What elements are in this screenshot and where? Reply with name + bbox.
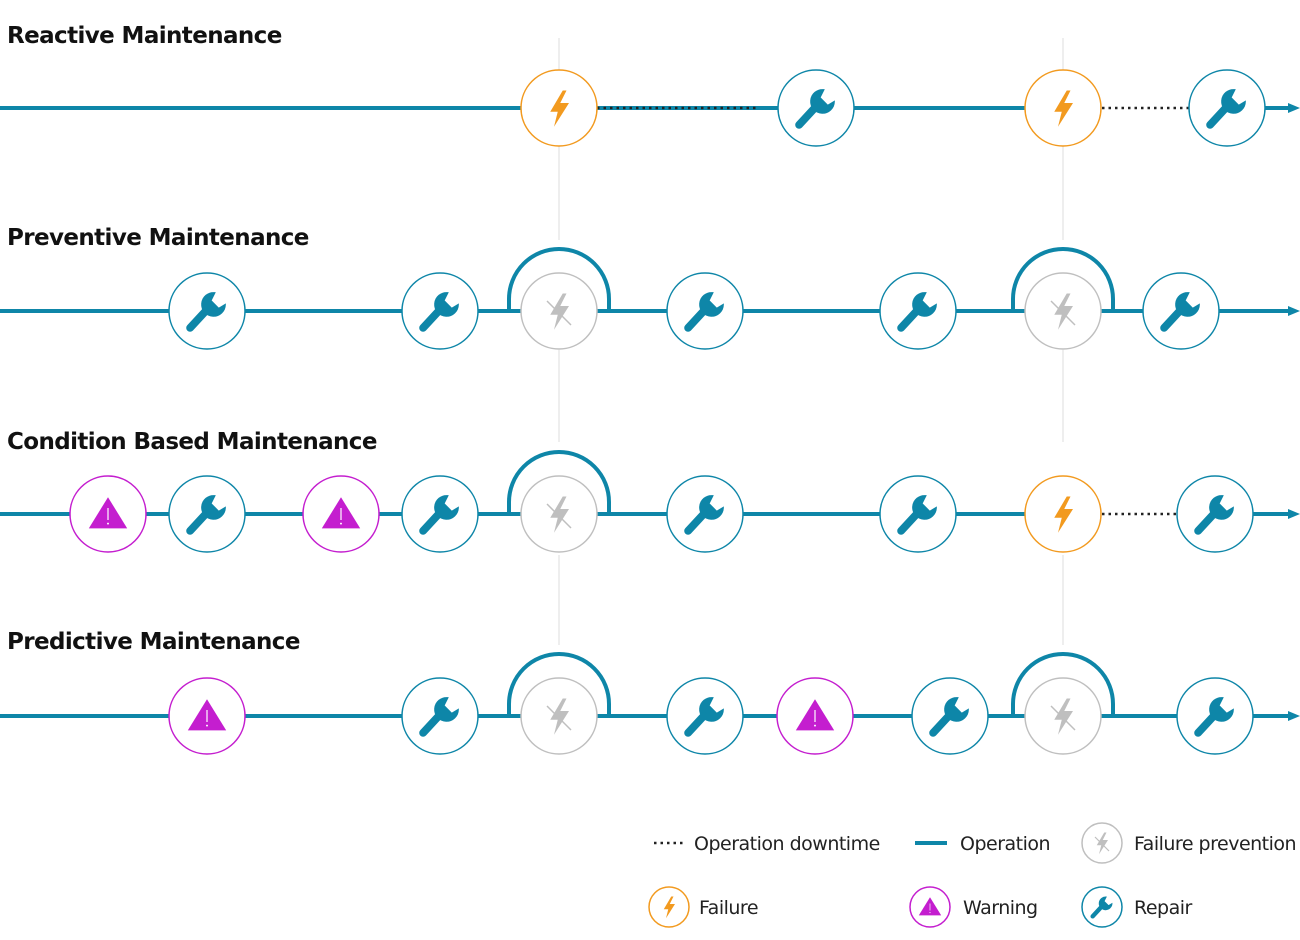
strike-mark [546, 503, 572, 529]
warning-icon [776, 677, 854, 755]
warning-icon [909, 886, 951, 928]
lane-operation-line [0, 509, 1300, 519]
legend-label-downtime: Operation downtime [694, 833, 880, 855]
legend-item-failure: Failure [648, 886, 759, 928]
legend-label-warning: Warning [963, 897, 1038, 919]
legend-item-downtime: Operation downtime [654, 833, 880, 855]
timeline-arrowhead [1288, 306, 1300, 316]
legend-label-operation: Operation [960, 833, 1050, 855]
legend-label-repair: Repair [1134, 897, 1193, 919]
wrench-icon [401, 475, 479, 553]
failure-prevention-icon [491, 450, 627, 553]
prevention-bypass-arc [507, 652, 611, 716]
failure-icon [520, 69, 598, 147]
lane-title-preventive: Preventive Maintenance [7, 225, 309, 251]
legend-label-prevention: Failure prevention [1134, 833, 1296, 855]
legend: Operation downtime Operation Failure pre… [648, 822, 1297, 928]
prevention-bypass-arc [507, 450, 611, 514]
strike-mark [1050, 300, 1076, 326]
prevention-bypass-arc [1011, 652, 1115, 716]
strike-mark [546, 300, 572, 326]
lane [0, 247, 1300, 350]
wrench-icon [666, 677, 744, 755]
lane [0, 450, 1300, 553]
wrench-icon [911, 677, 989, 755]
strike-mark [1050, 705, 1076, 731]
wrench-icon [1142, 272, 1220, 350]
warning-icon [302, 475, 380, 553]
lane-title-condition-based: Condition Based Maintenance [7, 429, 377, 455]
wrench-icon [879, 475, 957, 553]
legend-item-warning: Warning [909, 886, 1038, 928]
lane [0, 652, 1300, 755]
failure-icon [1024, 475, 1102, 553]
wrench-icon [1176, 677, 1254, 755]
failure-prevention-icon [491, 247, 627, 350]
wrench-icon [1176, 475, 1254, 553]
legend-item-repair: Repair [1081, 886, 1193, 928]
warning-icon [69, 475, 147, 553]
wrench-icon [401, 677, 479, 755]
lane-title-predictive: Predictive Maintenance [7, 629, 300, 655]
wrench-icon [666, 272, 744, 350]
timeline-arrowhead [1288, 103, 1300, 113]
wrench-icon [168, 475, 246, 553]
wrench-icon [401, 272, 479, 350]
wrench-icon [879, 272, 957, 350]
prevention-bypass-arc [1011, 247, 1115, 311]
wrench-icon [666, 475, 744, 553]
failure-prevention-icon [1081, 822, 1123, 864]
timeline-arrowhead [1288, 509, 1300, 519]
failure-icon [1024, 69, 1102, 147]
wrench-icon [1081, 886, 1123, 928]
legend-item-operation: Operation [915, 833, 1051, 855]
warning-icon [168, 677, 246, 755]
failure-prevention-icon [491, 652, 627, 755]
prevention-bypass-arc [507, 247, 611, 311]
failure-icon [648, 886, 690, 928]
strike-mark [546, 705, 572, 731]
legend-label-failure: Failure [699, 897, 758, 919]
lanes [0, 69, 1300, 755]
wrench-icon [777, 69, 855, 147]
timeline-arrowhead [1288, 711, 1300, 721]
wrench-icon [1188, 69, 1266, 147]
failure-prevention-icon [995, 247, 1131, 350]
wrench-icon [168, 272, 246, 350]
failure-prevention-icon [995, 652, 1131, 755]
lane [0, 69, 1300, 147]
lane-title-reactive: Reactive Maintenance [7, 23, 282, 49]
legend-item-prevention: Failure prevention [1081, 822, 1297, 864]
